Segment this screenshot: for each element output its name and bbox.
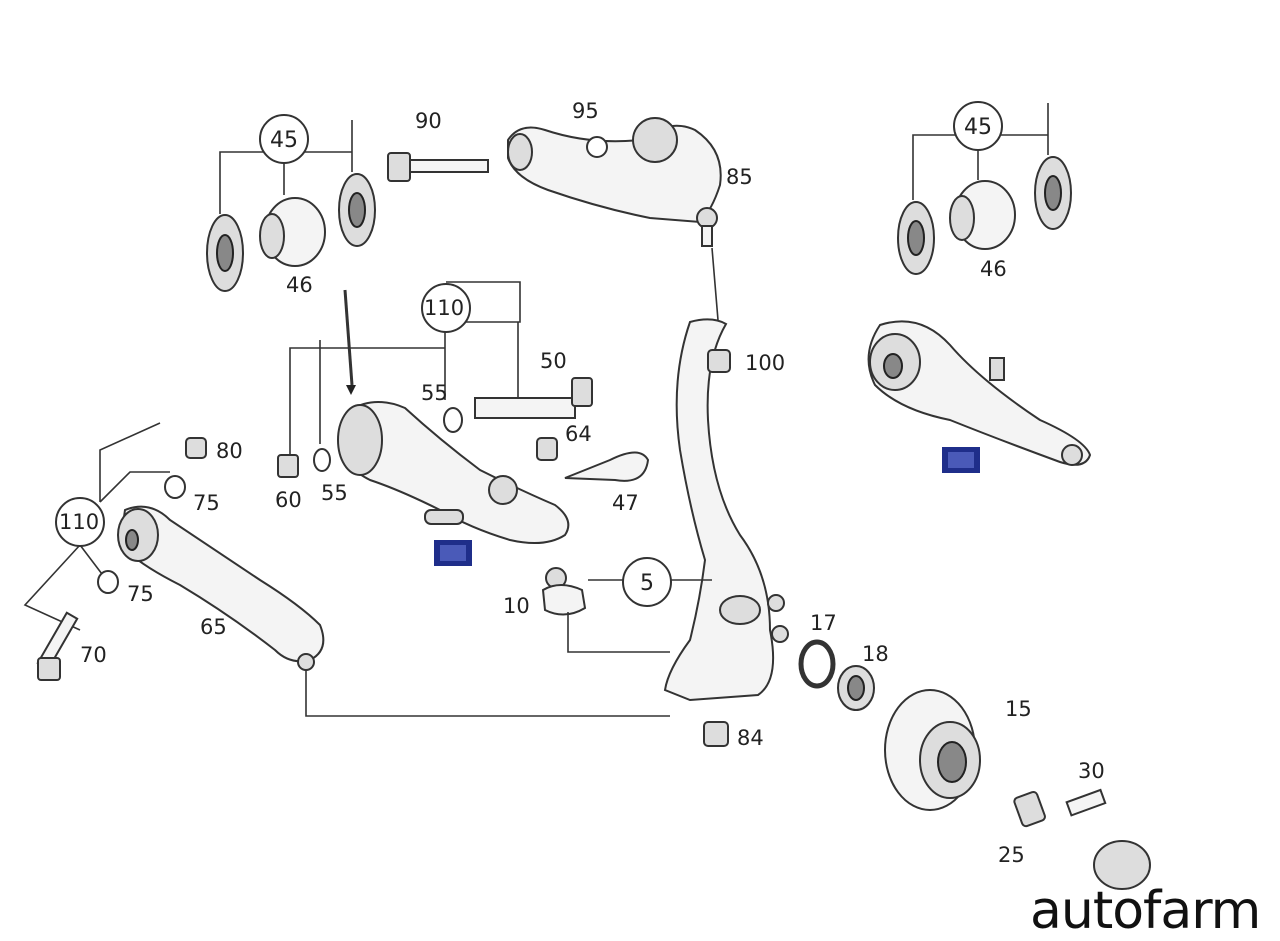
callout-5 (622, 557, 672, 607)
label-75-bottom: 75 (127, 582, 154, 606)
label-45-right: 45 (964, 115, 992, 140)
callout-110-left (55, 497, 105, 547)
label-18: 18 (862, 642, 889, 666)
ball-joint-10 (305, 557, 712, 717)
bushing-set-left (206, 114, 376, 292)
label-95: 95 (572, 99, 599, 123)
label-25: 25 (998, 843, 1025, 867)
label-46-left: 46 (286, 273, 313, 297)
label-64: 64 (565, 422, 592, 446)
callout-45-left (259, 114, 309, 164)
label-75-top: 75 (193, 491, 220, 515)
part-95 (586, 136, 608, 158)
ref-badge-right[interactable] (942, 447, 980, 473)
small-parts-middle (277, 349, 731, 482)
callout-110-top (421, 283, 471, 333)
label-100: 100 (745, 351, 785, 375)
bushing-set-right (897, 101, 1072, 275)
label-10: 10 (503, 594, 530, 618)
hub-assembly (703, 639, 1151, 890)
label-55-bottom: 55 (321, 481, 348, 505)
label-47: 47 (612, 491, 639, 515)
label-45-left: 45 (270, 128, 298, 153)
label-65: 65 (200, 615, 227, 639)
steering-knuckle-5 (663, 247, 789, 702)
label-60: 60 (275, 488, 302, 512)
lower-arm-middle (289, 281, 570, 545)
label-50: 50 (540, 349, 567, 373)
watermark: autofarm (1030, 881, 1260, 941)
label-110-left: 110 (59, 510, 99, 534)
label-70: 70 (80, 643, 107, 667)
ref-badge-middle[interactable] (434, 540, 472, 566)
label-110-top: 110 (424, 296, 464, 320)
label-80: 80 (216, 439, 243, 463)
bolt-90 (387, 152, 489, 182)
label-46-right: 46 (980, 257, 1007, 281)
label-15: 15 (1005, 697, 1032, 721)
label-17: 17 (810, 611, 837, 635)
label-90: 90 (415, 109, 442, 133)
lower-arm-right (867, 320, 1092, 466)
label-5: 5 (640, 571, 654, 596)
label-30: 30 (1078, 759, 1105, 783)
lower-arm-left-65 (23, 422, 325, 681)
label-85: 85 (726, 165, 753, 189)
upper-control-arm-85 (507, 117, 722, 247)
callout-45-right (953, 101, 1003, 151)
label-55-top: 55 (421, 381, 448, 405)
label-84: 84 (737, 726, 764, 750)
